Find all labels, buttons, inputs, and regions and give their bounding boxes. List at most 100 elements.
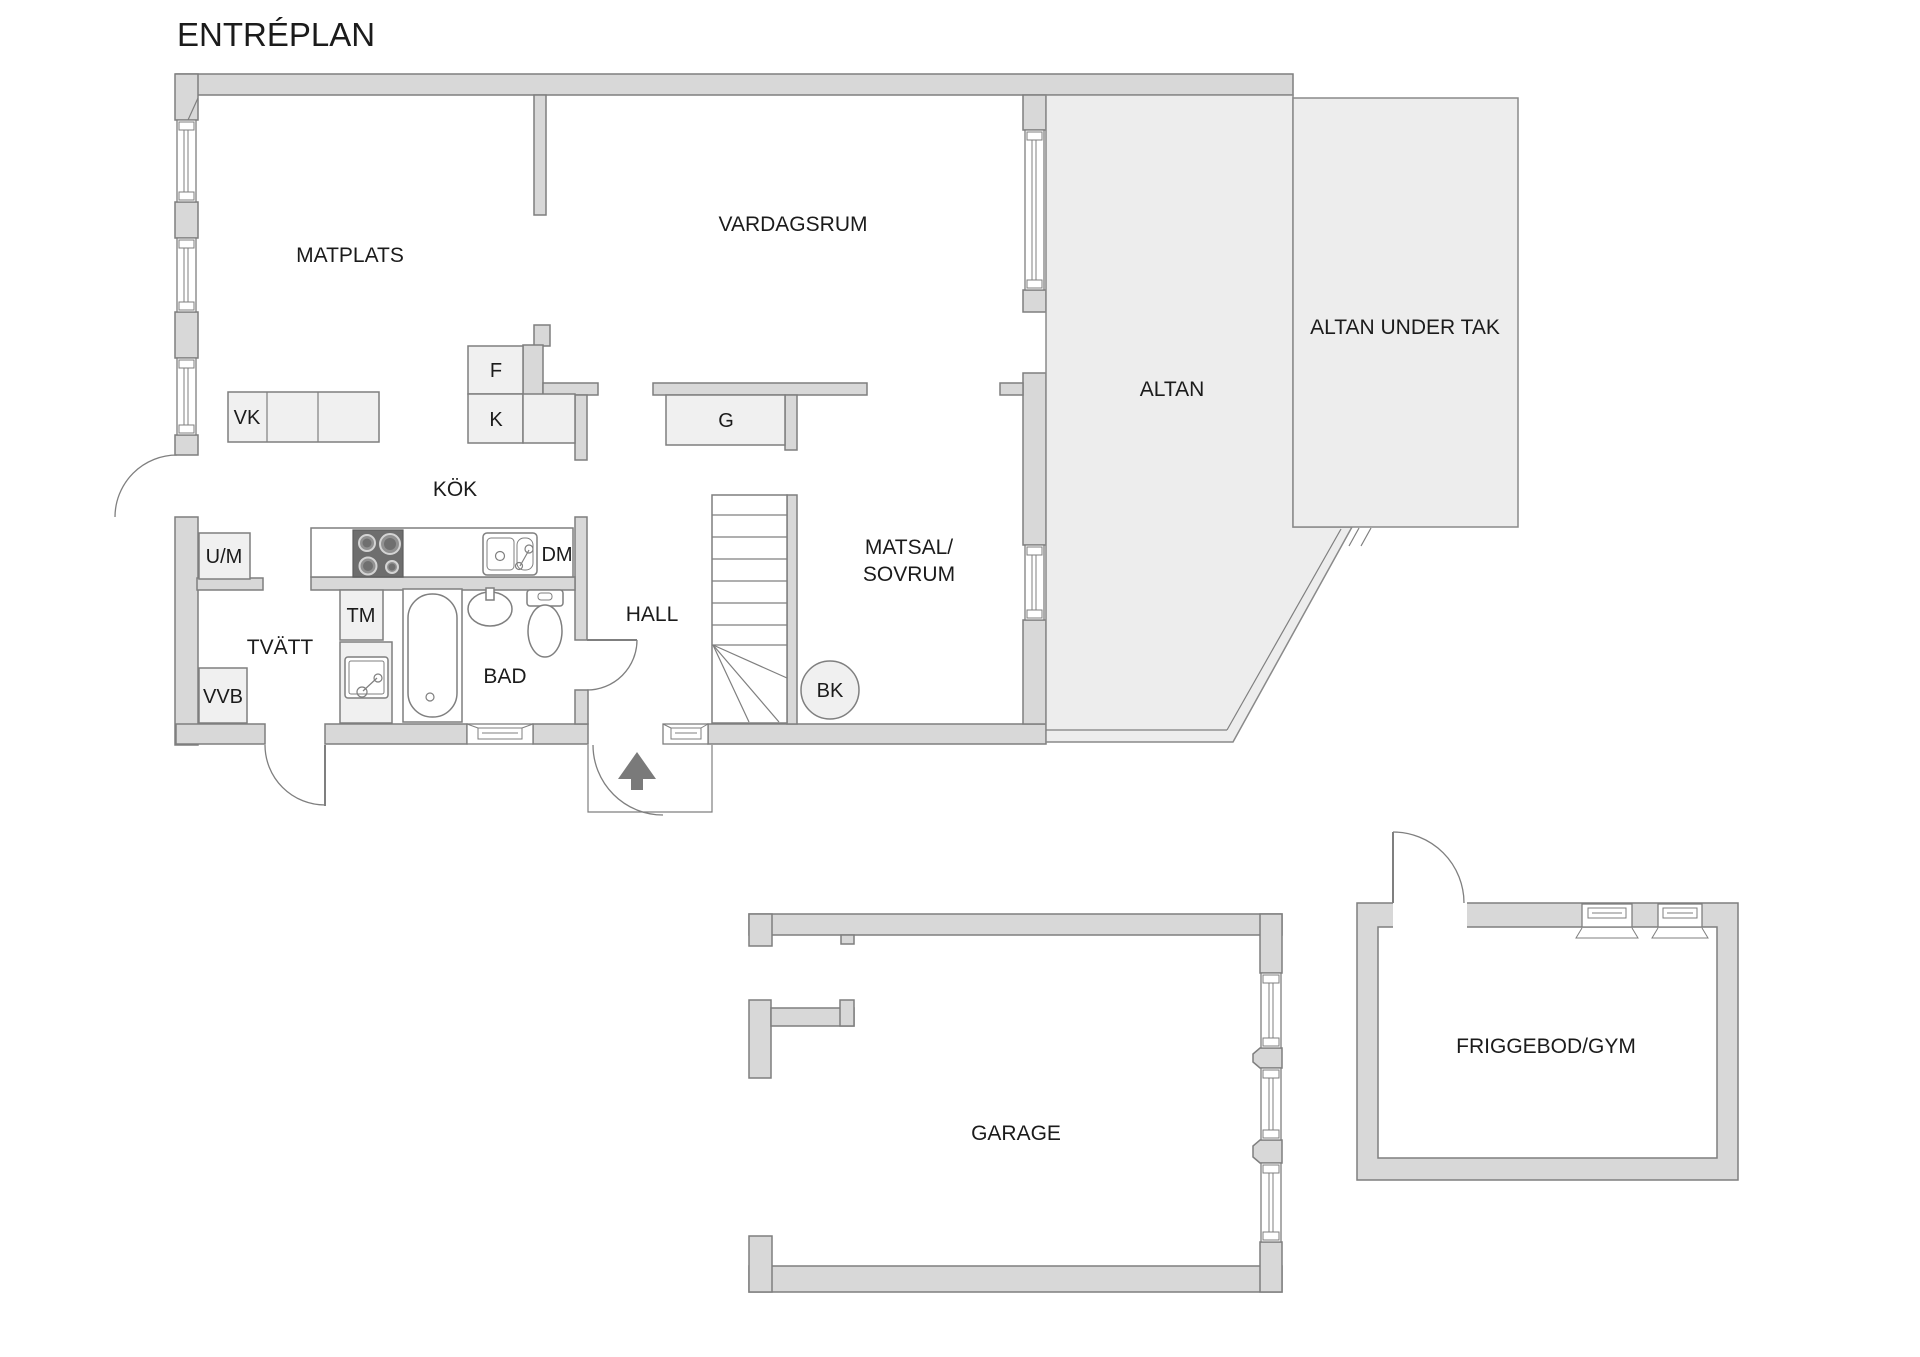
window — [1260, 1162, 1282, 1243]
wall-matsal-stub — [999, 382, 1024, 396]
deck-edge-line — [1226, 528, 1342, 731]
deck-hatch — [1348, 527, 1360, 547]
stove-icon — [352, 529, 404, 578]
toilet-icon — [526, 589, 564, 658]
friggebod-door-opening — [1393, 901, 1467, 929]
wall-left-segment — [174, 516, 199, 746]
altan-deck — [1045, 94, 1519, 743]
window — [176, 119, 197, 203]
window — [176, 237, 197, 313]
fixture-label-f: F — [490, 360, 502, 382]
door-arc-friggebod — [1392, 831, 1465, 904]
room-label-kok: KÖK — [433, 478, 477, 501]
um-appliance — [198, 532, 251, 580]
wall-vardagsrum-matsal — [652, 382, 868, 396]
room-label-bad: BAD — [483, 665, 526, 688]
fixture-label-g: G — [718, 410, 734, 432]
garage-wall-partition — [748, 999, 772, 1079]
room-label-vardagsrum: VARDAGSRUM — [719, 213, 868, 236]
room-labels: MATPLATS VARDAGSRUM KÖK MATSAL/ SOVRUM H… — [247, 213, 1636, 1145]
wall-top — [175, 73, 1294, 96]
garage-wall-stub — [748, 913, 773, 947]
garage-wall-bump — [1252, 1139, 1283, 1164]
garage — [748, 913, 1283, 1293]
house-windows — [176, 119, 1045, 745]
wall-bottom-segment — [707, 723, 1047, 745]
window — [1024, 544, 1045, 621]
room-label-matplats: MATPLATS — [296, 244, 404, 267]
wall-left-segment — [174, 73, 199, 121]
entry-arrow-icon — [618, 752, 656, 779]
wall-right-segment — [1022, 372, 1047, 546]
wall-left-segment — [174, 311, 199, 359]
stairs-icon — [711, 494, 788, 724]
wall-stair — [786, 494, 798, 725]
window — [176, 357, 197, 436]
window — [466, 723, 534, 745]
entry-arrow-tail — [631, 779, 643, 790]
room-label-friggebod: FRIGGEBOD/GYM — [1456, 1035, 1636, 1058]
corner-chamfer — [187, 97, 199, 121]
window — [1651, 903, 1709, 939]
k-cabinet — [467, 393, 524, 444]
wall-kitchen-notch — [533, 324, 551, 347]
g-closet — [665, 394, 786, 446]
f-cabinet — [467, 345, 524, 395]
wall-left-segment — [174, 201, 199, 239]
house-doors — [114, 314, 1109, 816]
fixture-label-vk: VK — [234, 407, 261, 429]
garage-wall-stub — [748, 1235, 773, 1293]
garage-wall-bump — [1252, 1047, 1283, 1069]
fixture-label-k: K — [489, 409, 503, 431]
wall-bottom-segment — [175, 723, 266, 745]
room-label-tvatt: TVÄTT — [247, 636, 314, 659]
garage-wall-tab — [840, 934, 855, 945]
garage-wall-top — [748, 913, 1283, 936]
window — [1260, 1067, 1282, 1141]
fixture-label-bk: BK — [817, 680, 844, 702]
room-label-matsal-line2: SOVRUM — [863, 563, 955, 586]
vk-cabinet — [227, 391, 380, 443]
wall-tvatt — [196, 577, 264, 591]
door-arc-bad — [586, 639, 638, 691]
fixture-label-um: U/M — [206, 546, 243, 568]
door-arc-entrance — [592, 744, 664, 816]
tm-appliance — [339, 589, 384, 641]
wall-interior-stub — [533, 94, 547, 216]
page-title: ENTRÉPLAN — [177, 16, 375, 53]
window — [1575, 903, 1639, 939]
wall-bottom-segment — [324, 723, 468, 745]
bk-fireplace — [800, 660, 860, 720]
room-label-altan-under-tak: ALTAN UNDER TAK — [1310, 316, 1500, 339]
kitchen-sink-icon — [482, 532, 538, 576]
window — [662, 723, 709, 745]
garage-wall-right — [1259, 1241, 1283, 1293]
wall-closet-stub — [784, 394, 798, 451]
entrance-porch — [587, 745, 713, 813]
deck-hatch — [1360, 527, 1372, 547]
window — [1260, 972, 1282, 1049]
fixture-label-vvb: VVB — [203, 686, 243, 708]
wall-right-segment — [1022, 289, 1047, 313]
fixture-label-dm: DM — [541, 544, 572, 566]
porch-outline — [587, 745, 713, 813]
door-arc-tvatt — [264, 744, 326, 806]
fixture-label-tm: TM — [347, 605, 376, 627]
garage-wall-partition-step — [839, 999, 855, 1027]
wall-counter-band — [310, 576, 576, 591]
room-label-altan: ALTAN — [1140, 378, 1205, 401]
wall-kitchen-stub — [574, 394, 588, 461]
wall-right-segment — [1022, 94, 1047, 131]
bathtub-icon — [402, 588, 463, 723]
laundry-sink-icon — [339, 641, 393, 724]
room-label-garage: GARAGE — [971, 1122, 1061, 1145]
garage-wall-right — [1259, 913, 1283, 974]
wall-kitchen-arm — [542, 382, 599, 396]
window — [1024, 129, 1045, 291]
fixture-labels: VK F K G U/M DM TM VVB BK — [203, 360, 844, 708]
room-label-matsal-line1: MATSAL/ — [865, 536, 953, 559]
room-label-hall: HALL — [626, 603, 679, 626]
wall-right-segment — [1022, 619, 1047, 725]
